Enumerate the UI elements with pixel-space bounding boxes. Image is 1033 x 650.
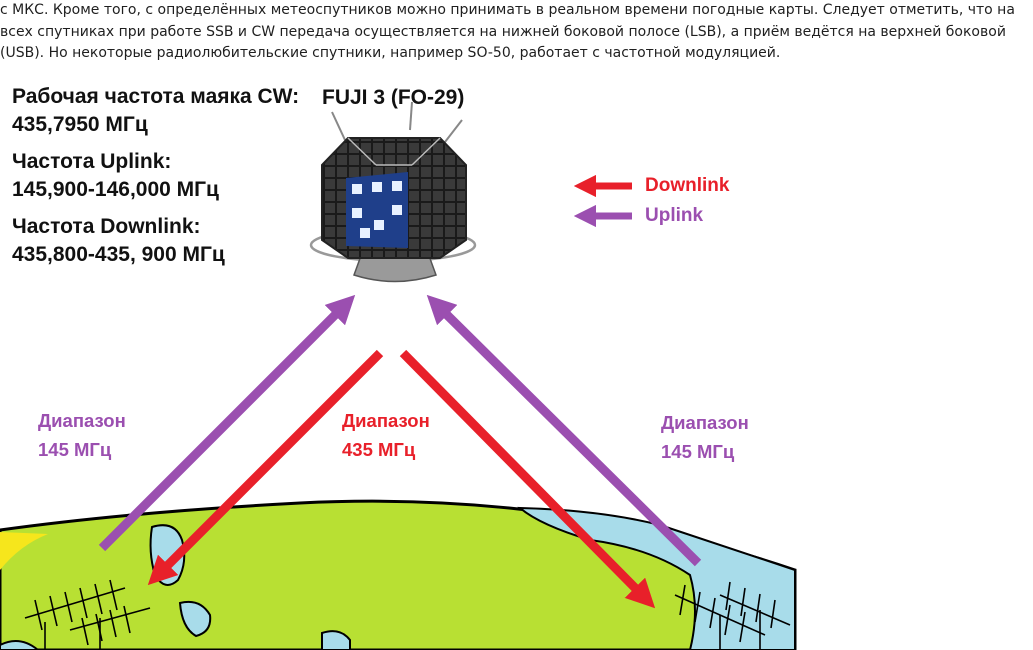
article-line: всех спутниках при работе SSB и CW перед…	[0, 23, 1006, 40]
downlink-arrow-left	[147, 349, 384, 586]
band-right-title: Диапазон	[661, 412, 749, 433]
ground-antenna-right	[674, 581, 791, 650]
diagram-graphics	[0, 101, 797, 650]
uplink-arrow-right	[426, 294, 702, 567]
band-right: Диапазон 145 МГц	[661, 408, 749, 466]
ground-antenna-left	[24, 579, 151, 650]
band-left-title: Диапазон	[38, 410, 126, 431]
article-line: с МКС. Кроме того, с определённых метеос…	[0, 2, 1015, 18]
satellite-name: FUJI 3 (FO-29)	[322, 86, 465, 109]
legend-downlink-label: Downlink	[645, 175, 730, 196]
uplink-arrow-left	[98, 294, 356, 552]
spec-uplink-label: Частота Uplink:	[12, 150, 172, 173]
spec-downlink-label: Частота Downlink:	[12, 215, 201, 238]
spec-uplink-value: 145,900-146,000 МГц	[12, 178, 219, 201]
band-center-freq: 435 МГц	[342, 439, 416, 460]
earth	[0, 499, 797, 650]
band-right-freq: 145 МГц	[661, 441, 735, 462]
spec-downlink-value: 435,800-435, 900 МГц	[12, 243, 225, 266]
satellite-diagram: Рабочая частота маяка CW: 435,7950 МГц Ч…	[0, 70, 1033, 650]
legend-uplink-label: Uplink	[645, 205, 704, 226]
article-text: с МКС. Кроме того, с определённых метеос…	[0, 0, 1033, 65]
legend-arrows	[573, 174, 632, 228]
band-center-title: Диапазон	[342, 410, 430, 431]
signal-arrows	[98, 294, 702, 609]
band-left: Диапазон 145 МГц	[38, 406, 126, 464]
satellite-illustration	[309, 101, 477, 283]
spec-beacon-value: 435,7950 МГц	[12, 113, 148, 136]
band-center: Диапазон 435 МГц	[342, 406, 430, 464]
band-left-freq: 145 МГц	[38, 439, 112, 460]
spec-beacon-label: Рабочая частота маяка CW:	[12, 85, 300, 108]
article-line: (USB). Но некоторые радиолюбительские сп…	[0, 45, 781, 61]
downlink-arrow-right	[399, 349, 656, 609]
